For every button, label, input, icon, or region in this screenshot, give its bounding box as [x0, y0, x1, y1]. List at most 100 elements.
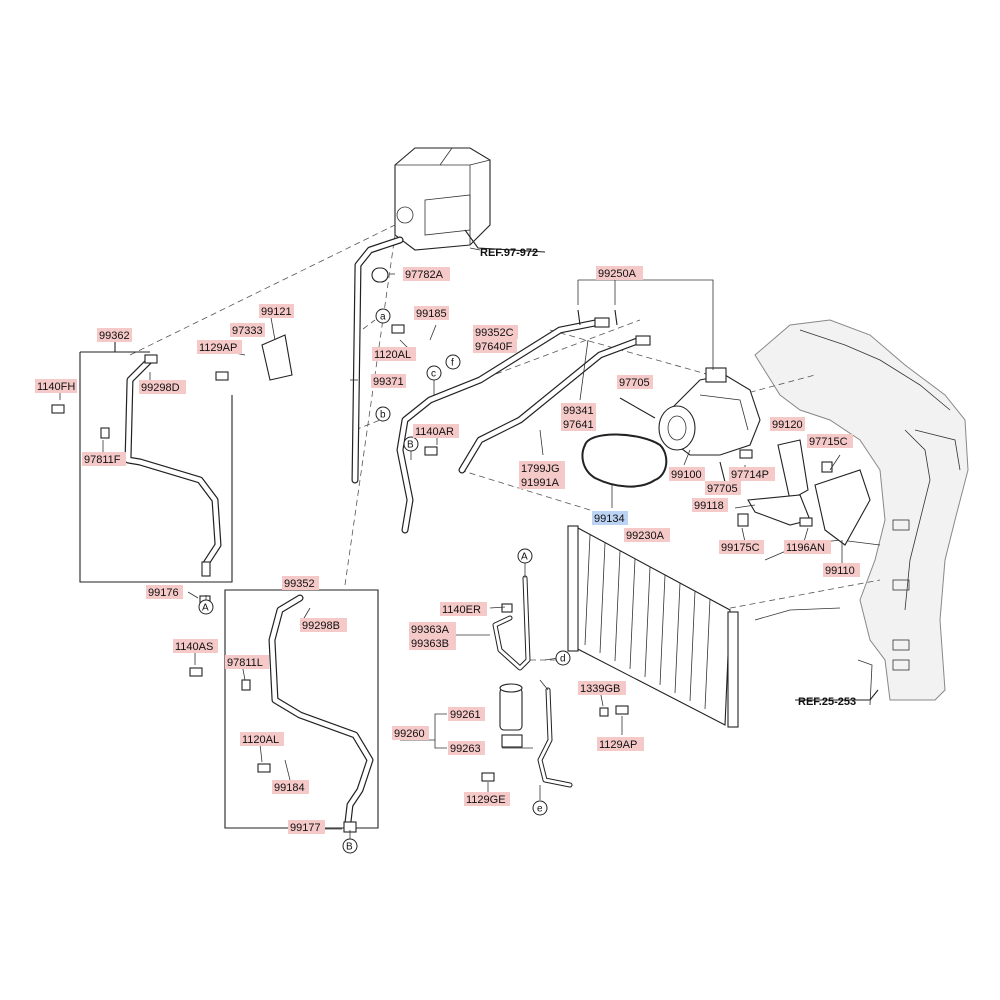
part-label-bg — [617, 375, 653, 389]
liquid-line — [492, 575, 573, 788]
hose-99362 — [124, 354, 222, 577]
part-label-1129ap-left[interactable]: 1129AP — [199, 342, 237, 354]
part-label-1140ar[interactable]: 1140AR — [415, 426, 454, 438]
part-label-1140as[interactable]: 1140AS — [175, 641, 213, 653]
leader-lines — [59, 247, 873, 830]
part-label-99121[interactable]: 99121 — [261, 306, 292, 318]
part-label-97811f[interactable]: 97811F — [84, 454, 121, 466]
part-label-99298d[interactable]: 99298D — [141, 382, 180, 394]
part-label-bg — [371, 374, 406, 388]
callout-f — [445, 354, 461, 370]
part-label-99341[interactable]: 99341 — [563, 405, 594, 417]
callout-A-top — [517, 548, 533, 564]
part-label-99120[interactable]: 99120 — [772, 419, 803, 431]
part-label-99185[interactable]: 99185 — [416, 308, 447, 320]
callout-A-top-text: A — [521, 552, 528, 563]
hose-99341 — [458, 335, 651, 474]
part-label-bg — [414, 306, 449, 320]
part-label-bg — [519, 475, 565, 489]
part-label-1799jg[interactable]: 1799JG — [521, 463, 560, 475]
part-label-97782a[interactable]: 97782A — [405, 269, 444, 281]
part-label-bg — [392, 726, 429, 740]
part-label-bg — [282, 576, 319, 590]
part-label-99134[interactable]: 99134 — [594, 513, 625, 525]
part-label-99184[interactable]: 99184 — [274, 782, 305, 794]
part-label-99230a[interactable]: 99230A — [626, 530, 665, 542]
part-label-99363b[interactable]: 99363B — [411, 638, 449, 650]
part-label-97640f[interactable]: 97640F — [475, 341, 513, 353]
part-label-bg — [578, 681, 626, 695]
part-label-1129ge[interactable]: 1129GE — [466, 794, 506, 806]
part-label-97715c[interactable]: 97715C — [809, 436, 848, 448]
part-label-97811l[interactable]: 97811L — [227, 657, 263, 669]
part-label-bg — [413, 424, 459, 438]
ref-arrows — [464, 229, 879, 701]
bracket-99110 — [814, 469, 871, 546]
part-label-bg — [82, 452, 126, 466]
fasteners — [51, 267, 833, 833]
part-label-bg — [473, 325, 518, 339]
part-label-99177[interactable]: 99177 — [290, 822, 321, 834]
hose-99352 — [268, 594, 374, 826]
part-label-bg — [146, 585, 183, 599]
callout-d — [555, 650, 571, 666]
part-label-bg — [403, 267, 450, 281]
part-label-1196an[interactable]: 1196AN — [786, 542, 825, 554]
part-label-bg — [464, 792, 510, 806]
callout-e — [532, 800, 548, 816]
part-label-1140er[interactable]: 1140ER — [442, 604, 481, 616]
receiver-drier-99261 — [499, 683, 523, 748]
part-label-1339gb[interactable]: 1339GB — [580, 683, 620, 695]
part-label-bg — [473, 339, 517, 353]
box-99362 — [79, 342, 233, 583]
part-label-bg — [705, 481, 741, 495]
part-label-1140fh[interactable]: 1140FH — [37, 381, 75, 393]
part-label-99175c[interactable]: 99175C — [721, 542, 760, 554]
part-label-99263[interactable]: 99263 — [450, 743, 481, 755]
part-label-99250a[interactable]: 99250A — [598, 268, 637, 280]
bracket-99120 — [777, 439, 809, 501]
part-label-bg — [561, 403, 596, 417]
part-label-bg — [596, 266, 643, 280]
callout-B-top-text: B — [407, 440, 414, 451]
ref-label-97-972[interactable]: REF.97-972 — [480, 247, 538, 259]
part-label-97705-bottom[interactable]: 97705 — [707, 483, 738, 495]
part-label-99100[interactable]: 99100 — [671, 469, 702, 481]
part-label-99110[interactable]: 99110 — [825, 565, 855, 577]
part-label-99363a[interactable]: 99363A — [411, 624, 450, 636]
callout-b-top-text: b — [380, 410, 386, 421]
part-label-97714p[interactable]: 97714P — [731, 469, 769, 481]
part-label-bg — [173, 639, 218, 653]
part-label-99118[interactable]: 99118 — [694, 500, 724, 512]
callout-A-left-text: A — [202, 603, 209, 614]
part-label-bg — [139, 380, 186, 394]
part-label-bg-selected — [592, 511, 628, 525]
part-label-bg — [300, 618, 347, 632]
part-label-99371[interactable]: 99371 — [373, 376, 404, 388]
part-label-99352[interactable]: 99352 — [284, 578, 315, 590]
part-label-bg — [97, 328, 132, 342]
part-label-99260[interactable]: 99260 — [394, 728, 425, 740]
part-label-bg — [409, 622, 456, 636]
part-label-99176[interactable]: 99176 — [148, 587, 179, 599]
part-label-bg — [448, 707, 485, 721]
part-label-99261[interactable]: 99261 — [450, 709, 481, 721]
part-label-97641[interactable]: 97641 — [563, 419, 594, 431]
part-label-bg — [197, 340, 242, 354]
part-label-bg — [597, 737, 644, 751]
part-label-99298b[interactable]: 99298B — [302, 620, 340, 632]
part-label-97333[interactable]: 97333 — [232, 325, 263, 337]
part-label-bg — [440, 602, 487, 616]
part-label-bg — [669, 467, 705, 481]
hose-99352c — [396, 317, 610, 534]
part-label-99362[interactable]: 99362 — [99, 330, 130, 342]
part-label-91991a[interactable]: 91991A — [521, 477, 560, 489]
ref-label-25-253[interactable]: REF.25-253 — [798, 696, 856, 708]
part-label-1120al-top[interactable]: 1120AL — [374, 349, 411, 361]
part-label-1129ap-bottom[interactable]: 1129AP — [599, 739, 637, 751]
belt-99134 — [581, 433, 668, 488]
part-label-bg — [225, 655, 269, 669]
part-label-99352c[interactable]: 99352C — [475, 327, 514, 339]
part-label-97705-top[interactable]: 97705 — [619, 377, 650, 389]
part-label-1120al-bottom[interactable]: 1120AL — [242, 734, 279, 746]
